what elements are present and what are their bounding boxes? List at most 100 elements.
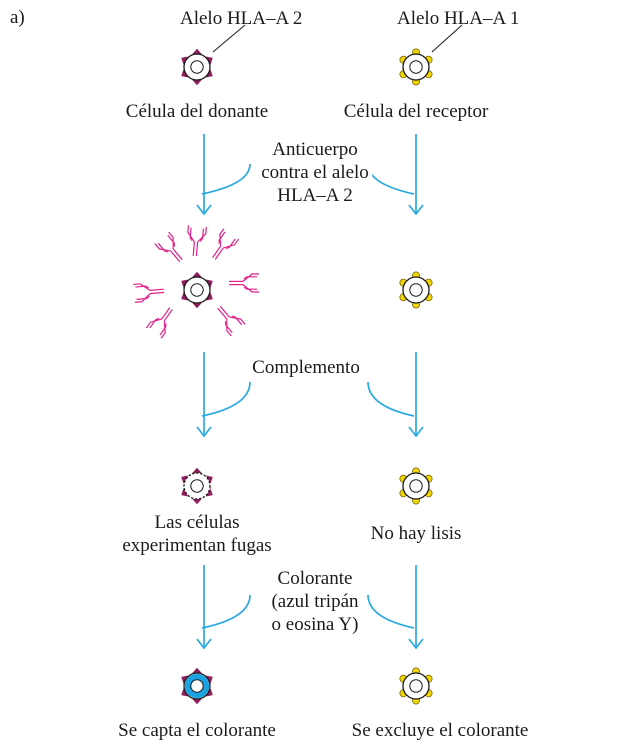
antibody-arm (219, 228, 225, 247)
allele-pointer-recipient (431, 24, 463, 53)
cell-icon (181, 271, 213, 309)
cell-nucleus (190, 679, 204, 693)
antibody-arm (135, 285, 149, 289)
antibody-icon (187, 225, 207, 257)
antibody-icon (229, 273, 259, 293)
cell-icon (181, 667, 213, 705)
curved-arrow-icon (367, 565, 424, 650)
curved-arrow-icon (196, 352, 251, 438)
antigen-marker (192, 303, 202, 309)
cell-nucleus (190, 283, 204, 297)
donor-cell-label: Célula del donante (125, 101, 269, 122)
allele-pointer-donor (212, 24, 246, 53)
cell-nucleus (409, 479, 423, 493)
antibody-arm (225, 238, 236, 250)
arrow-head (196, 204, 212, 216)
donor-allele-label: Alelo HLA–A 2 (180, 8, 303, 29)
cell-icon (181, 467, 213, 505)
antibody-stem (212, 245, 222, 258)
complement-step-label: Complemento (249, 356, 363, 379)
arrow-head (408, 426, 424, 438)
antibody-stem (217, 307, 228, 320)
antigen-marker (192, 80, 202, 86)
antibody-arm (187, 225, 195, 243)
antibody-arm (136, 295, 150, 300)
antibody-arm (133, 283, 151, 291)
antibody-stem (149, 288, 164, 292)
antibody-icon (145, 307, 173, 339)
antibody-arm (167, 234, 176, 247)
antigen-marker (192, 271, 202, 277)
panel-label: a) (10, 7, 25, 28)
antibody-arm (242, 284, 259, 293)
antibody-icon (212, 228, 240, 260)
antibody-arm (160, 320, 166, 339)
antibody-step-label: Anticuerpo contra el alelo HLA–A 2 (258, 138, 372, 207)
cell-icon (399, 48, 433, 86)
antibody-arm (224, 321, 233, 334)
cell-nucleus (409, 60, 423, 74)
antibody-arm (159, 323, 167, 336)
arrow-curve (201, 594, 251, 629)
curved-arrow-icon (196, 565, 251, 650)
cell-nucleus (409, 679, 423, 693)
cell-nucleus (190, 60, 204, 74)
antibody-stem (219, 305, 230, 318)
antibody-icon (133, 283, 165, 303)
arrow-curve (367, 381, 415, 417)
antibody-arm (197, 226, 207, 243)
antibody-arm (149, 317, 160, 329)
cell-nucleus (409, 283, 423, 297)
antibody-stem (195, 242, 199, 257)
recipient-no-lysis-label: No hay lisis (370, 523, 462, 544)
antibody-stem (214, 247, 224, 260)
antibody-arm (154, 243, 171, 252)
donor-final-label: Se capta el colorante (118, 720, 276, 741)
antigen-marker (192, 48, 202, 54)
antibody-stem (150, 291, 165, 295)
antibody-icon (217, 305, 246, 337)
cell-icon (399, 667, 433, 705)
antibody-arm (168, 231, 174, 249)
cell-icon (399, 271, 433, 309)
cell-icon (399, 467, 433, 505)
antigen-marker (192, 467, 202, 473)
antibody-arm (189, 227, 193, 241)
antibody-arm (242, 273, 259, 282)
antibody-stem (172, 248, 183, 261)
antibody-arm (226, 319, 232, 337)
antibody-stem (163, 309, 173, 322)
recipient-allele-label: Alelo HLA–A 1 (397, 8, 520, 29)
cell-icon (181, 48, 213, 86)
arrow-curve (367, 594, 415, 629)
arrow-head (196, 426, 212, 438)
antigen-marker (192, 667, 202, 673)
antigen-marker (181, 488, 189, 497)
curved-arrow-icon (196, 134, 251, 216)
antibody-stem (170, 250, 181, 263)
antibody-arm (157, 242, 169, 253)
arrow-curve (201, 381, 251, 417)
arrow-curve (201, 163, 251, 195)
recipient-final-label: Se excluye el colorante (351, 720, 529, 741)
antibody-arm (134, 293, 151, 303)
dye-step-label: Colorante (azul tripán o eosina Y) (268, 567, 362, 636)
antigen-marker (192, 499, 202, 505)
antibody-arm (199, 228, 204, 242)
antibody-arm (243, 276, 257, 280)
antibody-arm (231, 315, 243, 326)
antibody-stem (161, 307, 171, 320)
arrow-head (408, 204, 424, 216)
antibody-arm (218, 231, 226, 244)
antibody-arm (229, 316, 246, 325)
arrow-head (408, 638, 424, 650)
antibody-stem (192, 241, 196, 256)
antigen-marker (192, 699, 202, 705)
cell-nucleus (190, 479, 204, 493)
antibody-arm (243, 286, 257, 290)
arrow-head (196, 638, 212, 650)
antibody-arm (223, 238, 240, 249)
